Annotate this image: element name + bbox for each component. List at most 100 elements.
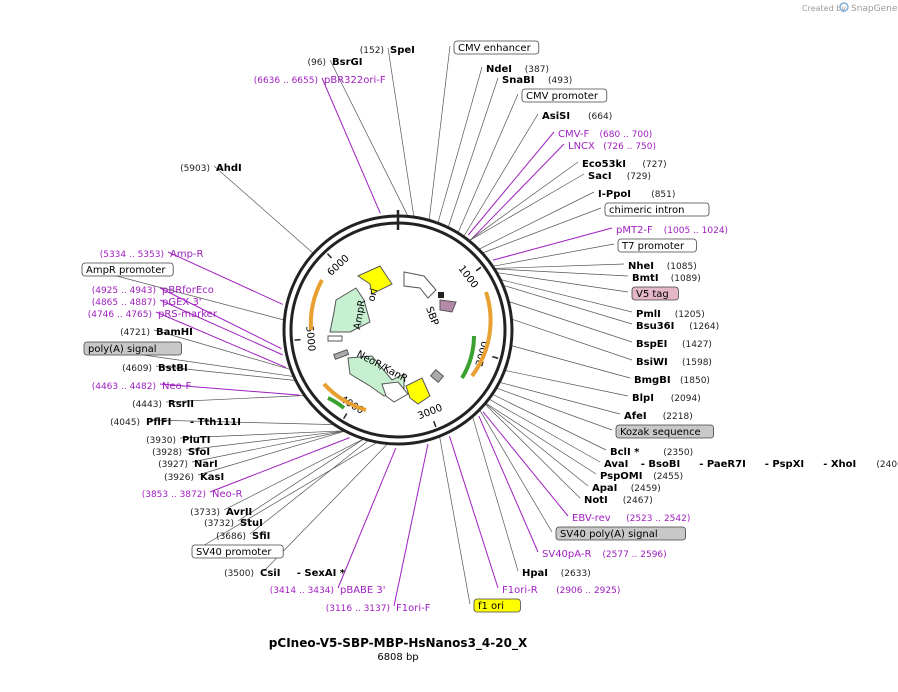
leader-line [149,419,335,425]
map-label-29: AvaI- BsoBI- PaeR7I- PspXI- XhoI(2406) [604,459,898,470]
leader-line [468,161,579,241]
feature-label-sbp: SBP [423,305,440,327]
leader-line [479,409,553,533]
feature-box-label: poly(A) signal [88,344,157,355]
feature-box-label: SV40 promoter [196,547,272,558]
label-position: (727) [642,160,666,170]
enzyme-name: BstBI [158,363,188,374]
feature-box-label: CMV promoter [526,91,599,102]
tick-mark [475,266,482,272]
label-position: (4865 .. 4887) [92,298,156,308]
label-position: (5334 .. 5353) [100,250,164,260]
enzyme-name: BsiWI [636,357,668,368]
leader-lines [85,45,633,607]
tick-mark [294,338,301,341]
feature-box-label: Kozak sequence [620,427,701,438]
map-label-17: NheI(1085) [628,261,697,272]
label-position: (493) [548,76,572,86]
map-label-5: NdeI(387) [486,64,549,75]
label-position: (726 .. 750) [603,142,656,152]
enzyme-name: - SexAI * [297,568,346,579]
map-label-35: SV40pA-R(2577 .. 2596) [542,549,667,560]
map-label-47: (3926)KasI [164,472,224,483]
leader-line [393,444,429,607]
map-label-50: (3930)PluTI [146,435,210,446]
credit: Created by SnapGene [802,2,898,14]
map-label-45: (3733)AvrII [190,507,252,518]
leader-line [502,284,633,325]
enzyme-name: PmlI [636,309,661,320]
leader-line [153,329,292,370]
label-position: (680 .. 700) [600,130,653,140]
map-label-38: f1 ori [473,598,521,613]
map-label-4: CMV enhancer [453,40,540,55]
enzyme-name: StuI [240,518,263,529]
map-label-26: AfeI(2218) [624,411,693,422]
enzyme-name: - BsoBI [641,459,680,470]
leader-line [85,267,285,321]
leader-line [337,447,397,589]
amp-outer-arc [308,279,324,331]
small-gray-feature [429,369,445,383]
leader-line [191,430,346,463]
enzyme-name: BmgBI [634,375,671,386]
label-position: (2467) [623,496,653,506]
leader-line [492,393,607,451]
label-position: (1264) [689,322,719,332]
leader-line [482,207,602,254]
label-position: (2218) [663,412,693,422]
f1-yellow-arrow [405,377,431,405]
label-position: (3927) [158,460,188,470]
ori-yellow-arrow [356,265,393,295]
feature-box-label: AmpR promoter [86,265,166,276]
map-label-43: (3686)SfiI [216,531,270,542]
feature-box [83,341,182,356]
map-label-0: (152)SpeI [360,45,415,56]
map-label-33: EBV-rev(2523 .. 2542) [572,513,690,524]
label-position: (5903) [180,164,210,174]
sbp-black-marker [438,292,444,298]
leader-line [159,383,300,396]
label-position: (152) [360,46,384,56]
leader-line [492,243,615,267]
tick-mark [433,420,437,428]
map-label-31: ApaI(2459) [592,483,661,494]
map-label-53: (4463 .. 4482)Neo-F [92,381,192,392]
enzyme-name: NdeI [486,64,512,75]
map-label-49: (3928)SfoI [152,447,210,458]
enzyme-name: AsiSI [542,111,570,122]
leader-line [159,287,282,350]
feature-box [615,424,714,439]
map-label-37: F1ori-R(2906 .. 2925) [502,585,620,596]
leader-line [488,398,601,463]
tick-label: 5000 [303,325,316,351]
label-position: (4443) [132,400,162,410]
label-position: (2906 .. 2925) [556,586,620,596]
enzyme-name: BmtI [632,273,659,284]
leader-line [485,402,597,475]
feature-labels: (152)SpeI(96)BsrGI(6636 .. 6655)pBR322or… [81,40,898,614]
leader-line [428,45,451,221]
feature-label-ampr: AmpR [352,299,368,330]
label-position: (2523 .. 2542) [626,514,690,524]
map-label-41: (3500)CsiI- SexAI * [224,568,346,579]
enzyme-name: PluTI [182,435,210,446]
leader-line [492,227,613,261]
leader-line [472,416,519,572]
label-position: (1598) [682,358,712,368]
leader-line [447,77,499,228]
map-label-39: (3116 .. 3137)F1ori-F [326,603,431,614]
map-label-54: (4609)BstBI [122,363,188,374]
tick-label: 3000 [416,403,444,423]
map-label-11: Eco53kI(727) [582,159,667,170]
map-label-9: CMV-F(680 .. 700) [558,129,652,140]
label-position: (3926) [164,473,194,483]
map-label-1: (96)BsrGI [308,57,363,68]
features: ori AmpR NeoR/KanR SBP [308,265,493,412]
map-label-40: (3414 .. 3434)pBABE 3' [270,585,386,596]
enzyme-name: SacI [588,171,612,182]
enzyme-name: Bsu36I [636,321,674,332]
map-label-61: (5334 .. 5353)Amp-R [100,249,204,260]
leader-line [496,272,629,293]
